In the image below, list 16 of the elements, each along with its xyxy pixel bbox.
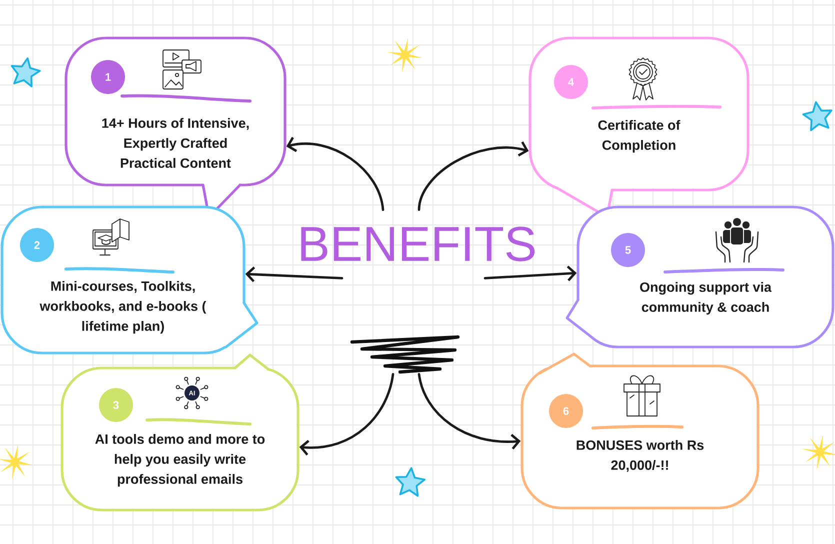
number-badge: 1 [91,60,125,94]
arrow [418,141,529,211]
arrow [418,373,521,450]
number-badge: 6 [549,394,583,428]
number-badge: 2 [20,228,54,262]
arrow [245,266,344,282]
scribble [350,335,460,374]
arrow [484,266,577,282]
number-badge: 4 [554,65,588,99]
arrow [286,136,384,211]
node-label: BONUSES worth Rs 20,000/-!! [576,440,704,472]
arrow [299,373,394,456]
node-label: Ongoing support via community & coach [640,282,772,315]
number-badge: 3 [99,388,133,422]
number-badge: 5 [611,233,645,267]
center-title: BENEFITS [301,226,535,262]
